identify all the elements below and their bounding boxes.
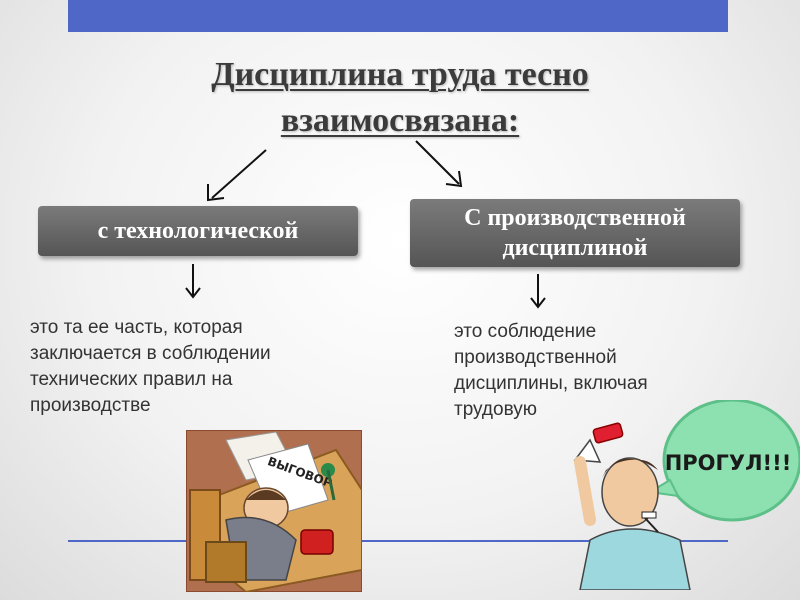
- production-discipline-label-1: С производственной: [464, 205, 686, 231]
- production-description: это соблюдение производственной дисципли…: [454, 321, 648, 420]
- bottom-accent-line: [68, 540, 728, 542]
- arrow-to-left-box: [211, 149, 267, 199]
- production-discipline-label-2: дисциплиной: [502, 235, 648, 261]
- slide-title: Дисциплина труда тесно взаимосвязана:: [100, 52, 700, 144]
- technological-discipline-label: с технологической: [97, 217, 299, 244]
- arrow-down-left-head: [185, 287, 201, 299]
- truancy-illustration: ПРОГУЛ!!!: [573, 400, 800, 590]
- reprimand-illustration: ВЫГОВОР: [186, 430, 362, 592]
- title-line-2: взаимосвязана:: [280, 102, 520, 139]
- speech-bubble: [662, 400, 800, 522]
- top-accent-bar: [68, 0, 728, 32]
- arrow-to-right-box: [415, 140, 460, 185]
- arrow-down-right-head: [530, 297, 546, 309]
- arrow-to-left-box-head: [207, 184, 225, 202]
- technological-discipline-box: с технологической: [38, 206, 358, 256]
- bubble-text: ПРОГУЛ!!!: [665, 451, 792, 475]
- technological-description: это та ее часть, которая заключается в с…: [30, 317, 271, 416]
- arrow-to-right-box-head: [445, 170, 463, 188]
- title-line-1: Дисциплина труда тесно: [211, 56, 589, 93]
- production-discipline-box: С производственной дисциплиной: [410, 199, 740, 267]
